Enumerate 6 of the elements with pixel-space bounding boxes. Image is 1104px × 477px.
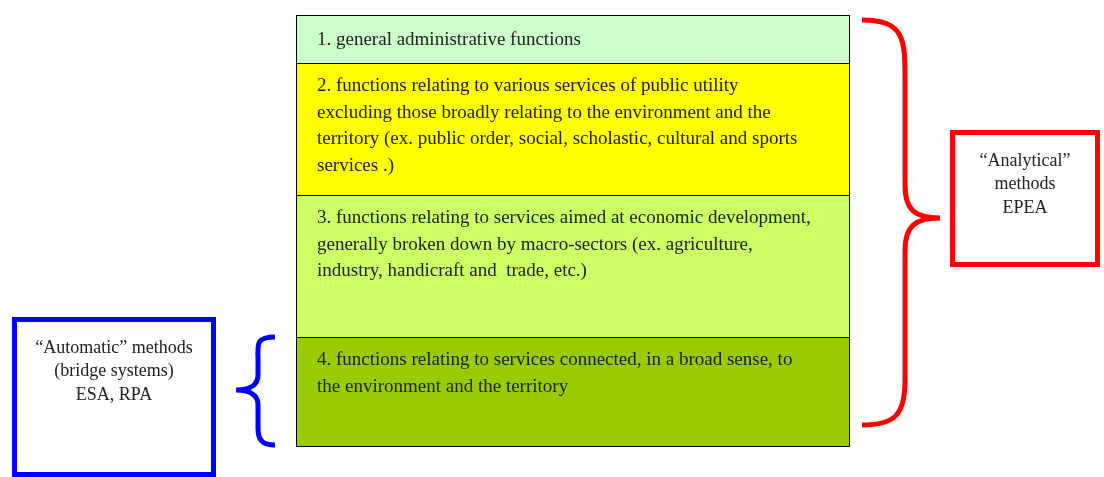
function-box: 3. functions relating to services aimed at economic development, generally broken down by macro-sectors (ex. agriculture, industry, handicraft and trade, etc.) — [296, 195, 850, 338]
function-box: 4. functions relating to services connected, in a broad sense, to the environment and the territory — [296, 337, 850, 447]
method-box: “Automatic” methods (bridge systems) ESA, RPA — [12, 317, 216, 477]
method-box: “Analytical” methods EPEA — [950, 130, 1100, 267]
function-box: 1. general administrative functions — [296, 15, 850, 64]
function-box: 2. functions relating to various services of public utility excluding those broadly relating to the environment and the territory (ex. public order, social, scholastic, cultural and sports services .) — [296, 63, 850, 196]
